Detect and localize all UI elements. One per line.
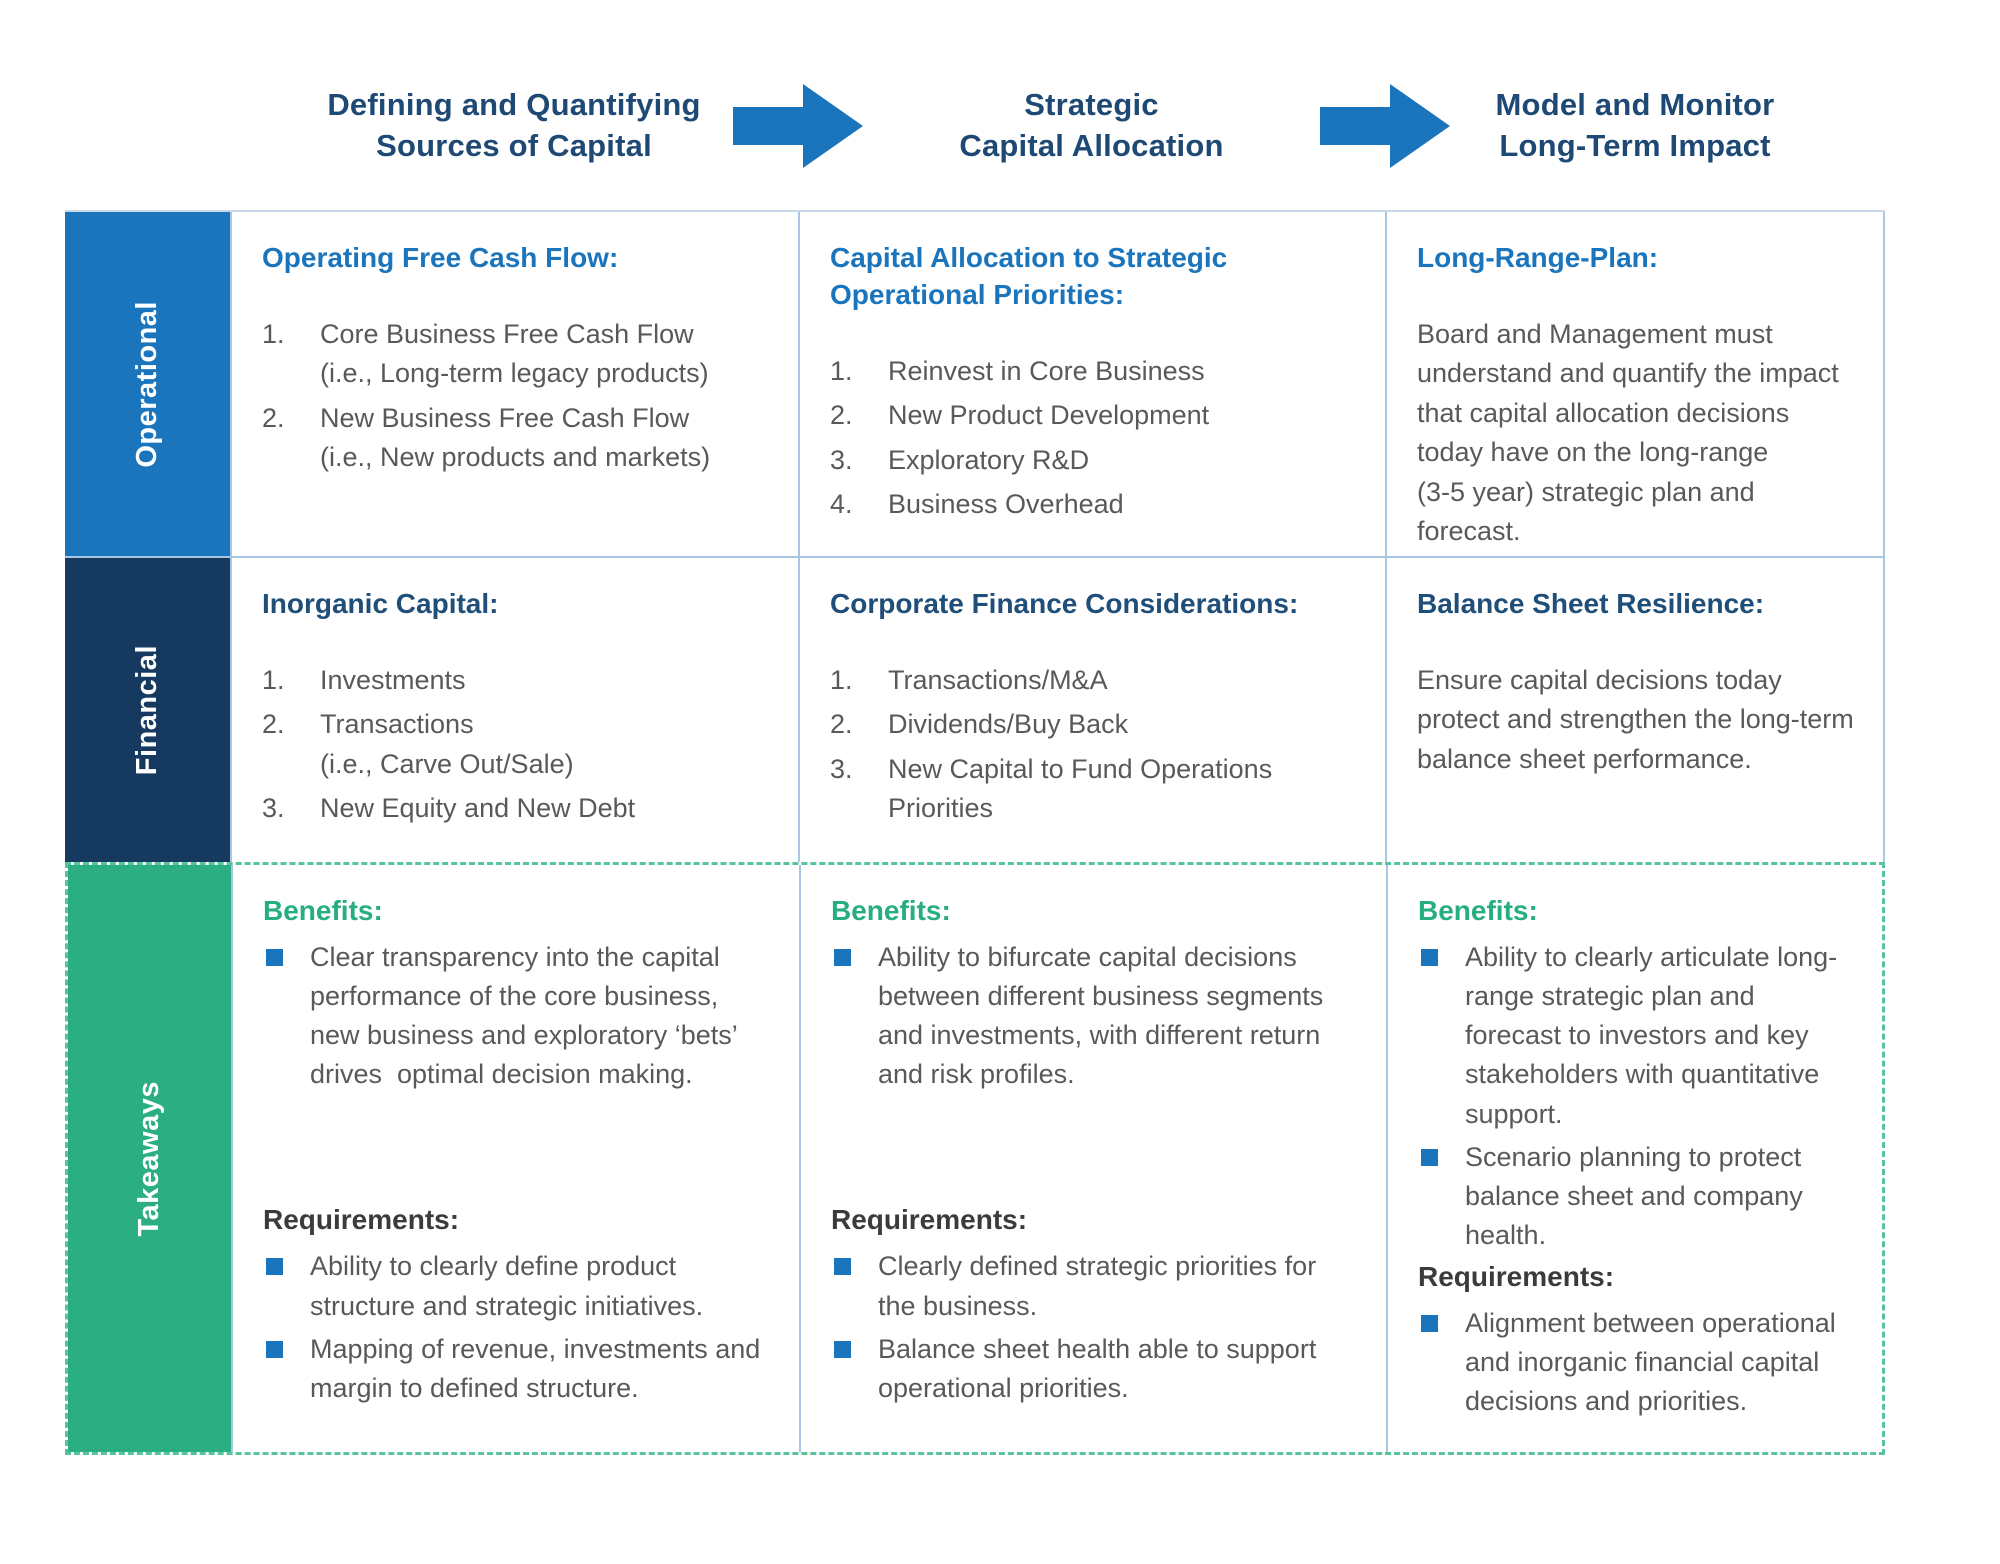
row-financial: Financial Inorganic Capital: 1. Investme… [65,558,1885,862]
list-item: 3. New Capital to Fund Operations Priori… [830,753,1273,824]
cell-operational-allocation: Capital Allocation to Strategic Operatio… [798,212,1385,556]
flow-step-model-monitor: Model and Monitor Long-Term Impact [1495,87,1775,163]
benefits-heading: Benefits: [1418,895,1538,926]
list-item: Balance sheet health able to support ope… [831,1330,1360,1408]
list-item: Clear transparency into the capital perf… [263,938,773,1095]
bullet-square-icon [266,1340,283,1358]
list-item: 2. Dividends/Buy Back [830,709,1129,740]
row-label-financial: Financial [65,558,230,862]
row-operational: Operational Operating Free Cash Flow: 1.… [65,210,1885,558]
framework-matrix: Operational Operating Free Cash Flow: 1.… [65,210,1885,1455]
numbered-list: 1. Investments 2. Transactions (i.e., Ca… [262,661,772,834]
cell-title: Long-Range-Plan: [1417,242,1659,273]
bullet-square-icon [266,1258,283,1276]
cell-takeaways-sources: Benefits: Clear transparency into the ca… [231,865,799,1452]
benefits-block: Benefits: Ability to bifurcate capital d… [831,893,1360,1099]
bullet-square-icon [1421,948,1438,966]
bullet-square-icon [1421,1315,1438,1333]
list-item: 1. Core Business Free Cash Flow (i.e., L… [262,318,709,389]
list-item: 3. New Equity and New Debt [262,793,636,824]
cell-takeaways-allocation: Benefits: Ability to bifurcate capital d… [799,865,1386,1452]
flow-step-sources-of-capital: Defining and Quantifying Sources of Capi… [327,87,701,163]
cell-financial-inorganic: Inorganic Capital: 1. Investments 2. Tra… [230,558,798,862]
row-label-text: Takeaways [133,1080,165,1237]
row-label-takeaways: Takeaways [68,865,231,1452]
cell-financial-balance-sheet: Balance Sheet Resilience: Ensure capital… [1385,558,1885,862]
cell-takeaways-long-range: Benefits: Ability to clearly articulate … [1386,865,1882,1452]
row-takeaways: Takeaways Benefits: Clear transparency i… [65,862,1885,1455]
cell-title: Operating Free Cash Flow: [262,242,619,273]
process-flow-header: Defining and Quantifying Sources of Capi… [65,58,1885,194]
row-label-operational: Operational [65,212,230,556]
list-item: 3. Exploratory R&D [830,444,1090,475]
list-item: 4. Business Overhead [830,489,1124,520]
list-item: Ability to clearly articulate long-range… [1418,938,1856,1134]
benefits-heading: Benefits: [263,895,383,926]
list-item: Alignment between operational and inorga… [1418,1304,1856,1421]
list-item: Ability to clearly define product struct… [263,1247,773,1325]
list-item: Scenario planning to protect balance she… [1418,1138,1856,1255]
numbered-list: 1. Core Business Free Cash Flow (i.e., L… [262,315,772,483]
benefits-block: Benefits: Ability to clearly articulate … [1418,893,1856,1259]
cell-operational-sources: Operating Free Cash Flow: 1. Core Busine… [230,212,798,556]
cell-title: Capital Allocation to Strategic Operatio… [830,242,1228,310]
requirements-heading: Requirements: [1418,1261,1615,1293]
cell-body: Board and Management must understand and… [1417,318,1839,546]
right-arrow-icon [733,84,863,168]
list-item: 1. Transactions/M&A [830,664,1108,695]
bullet-square-icon [266,948,283,966]
requirements-block: Requirements: Alignment between operatio… [1418,1259,1856,1441]
flow-step-strategic-allocation: Strategic Capital Allocation [959,87,1224,163]
cell-title: Balance Sheet Resilience: [1417,588,1765,619]
right-arrow-icon [1320,84,1450,168]
numbered-list: 1. Transactions/M&A 2. Dividends/Buy Bac… [830,661,1359,834]
requirements-heading: Requirements: [831,1204,1028,1236]
bullet-square-icon [834,1340,851,1358]
cell-financial-corporate: Corporate Finance Considerations: 1. Tra… [798,558,1385,862]
requirements-block: Requirements: Ability to clearly define … [263,1202,773,1428]
benefits-heading: Benefits: [831,895,951,926]
numbered-list: 1. Reinvest in Core Business 2. New Prod… [830,352,1359,530]
list-item: Clearly defined strategic priorities for… [831,1247,1360,1325]
row-label-text: Operational [131,300,163,468]
benefits-block: Benefits: Clear transparency into the ca… [263,893,773,1099]
bullet-square-icon [834,1258,851,1276]
cell-body: Ensure capital decisions today protect a… [1417,664,1862,774]
list-item: 1. Reinvest in Core Business [830,355,1205,386]
bullet-square-icon [1421,1148,1438,1166]
row-label-text: Financial [131,644,163,776]
cell-title: Inorganic Capital: [262,588,499,619]
list-item: 2. New Product Development [830,400,1210,431]
cell-title: Corporate Finance Considerations: [830,588,1299,619]
requirements-block: Requirements: Clearly defined strategic … [831,1202,1360,1428]
bullet-square-icon [834,948,851,966]
requirements-heading: Requirements: [263,1204,460,1236]
list-item: 1. Investments [262,664,466,695]
list-item: Mapping of revenue, investments and marg… [263,1330,773,1408]
list-item: Ability to bifurcate capital decisions b… [831,938,1360,1095]
list-item: 2. Transactions (i.e., Carve Out/Sale) [262,709,574,779]
list-item: 2. New Business Free Cash Flow (i.e., Ne… [262,402,711,473]
cell-operational-long-range: Long-Range-Plan: Board and Management mu… [1385,212,1885,556]
